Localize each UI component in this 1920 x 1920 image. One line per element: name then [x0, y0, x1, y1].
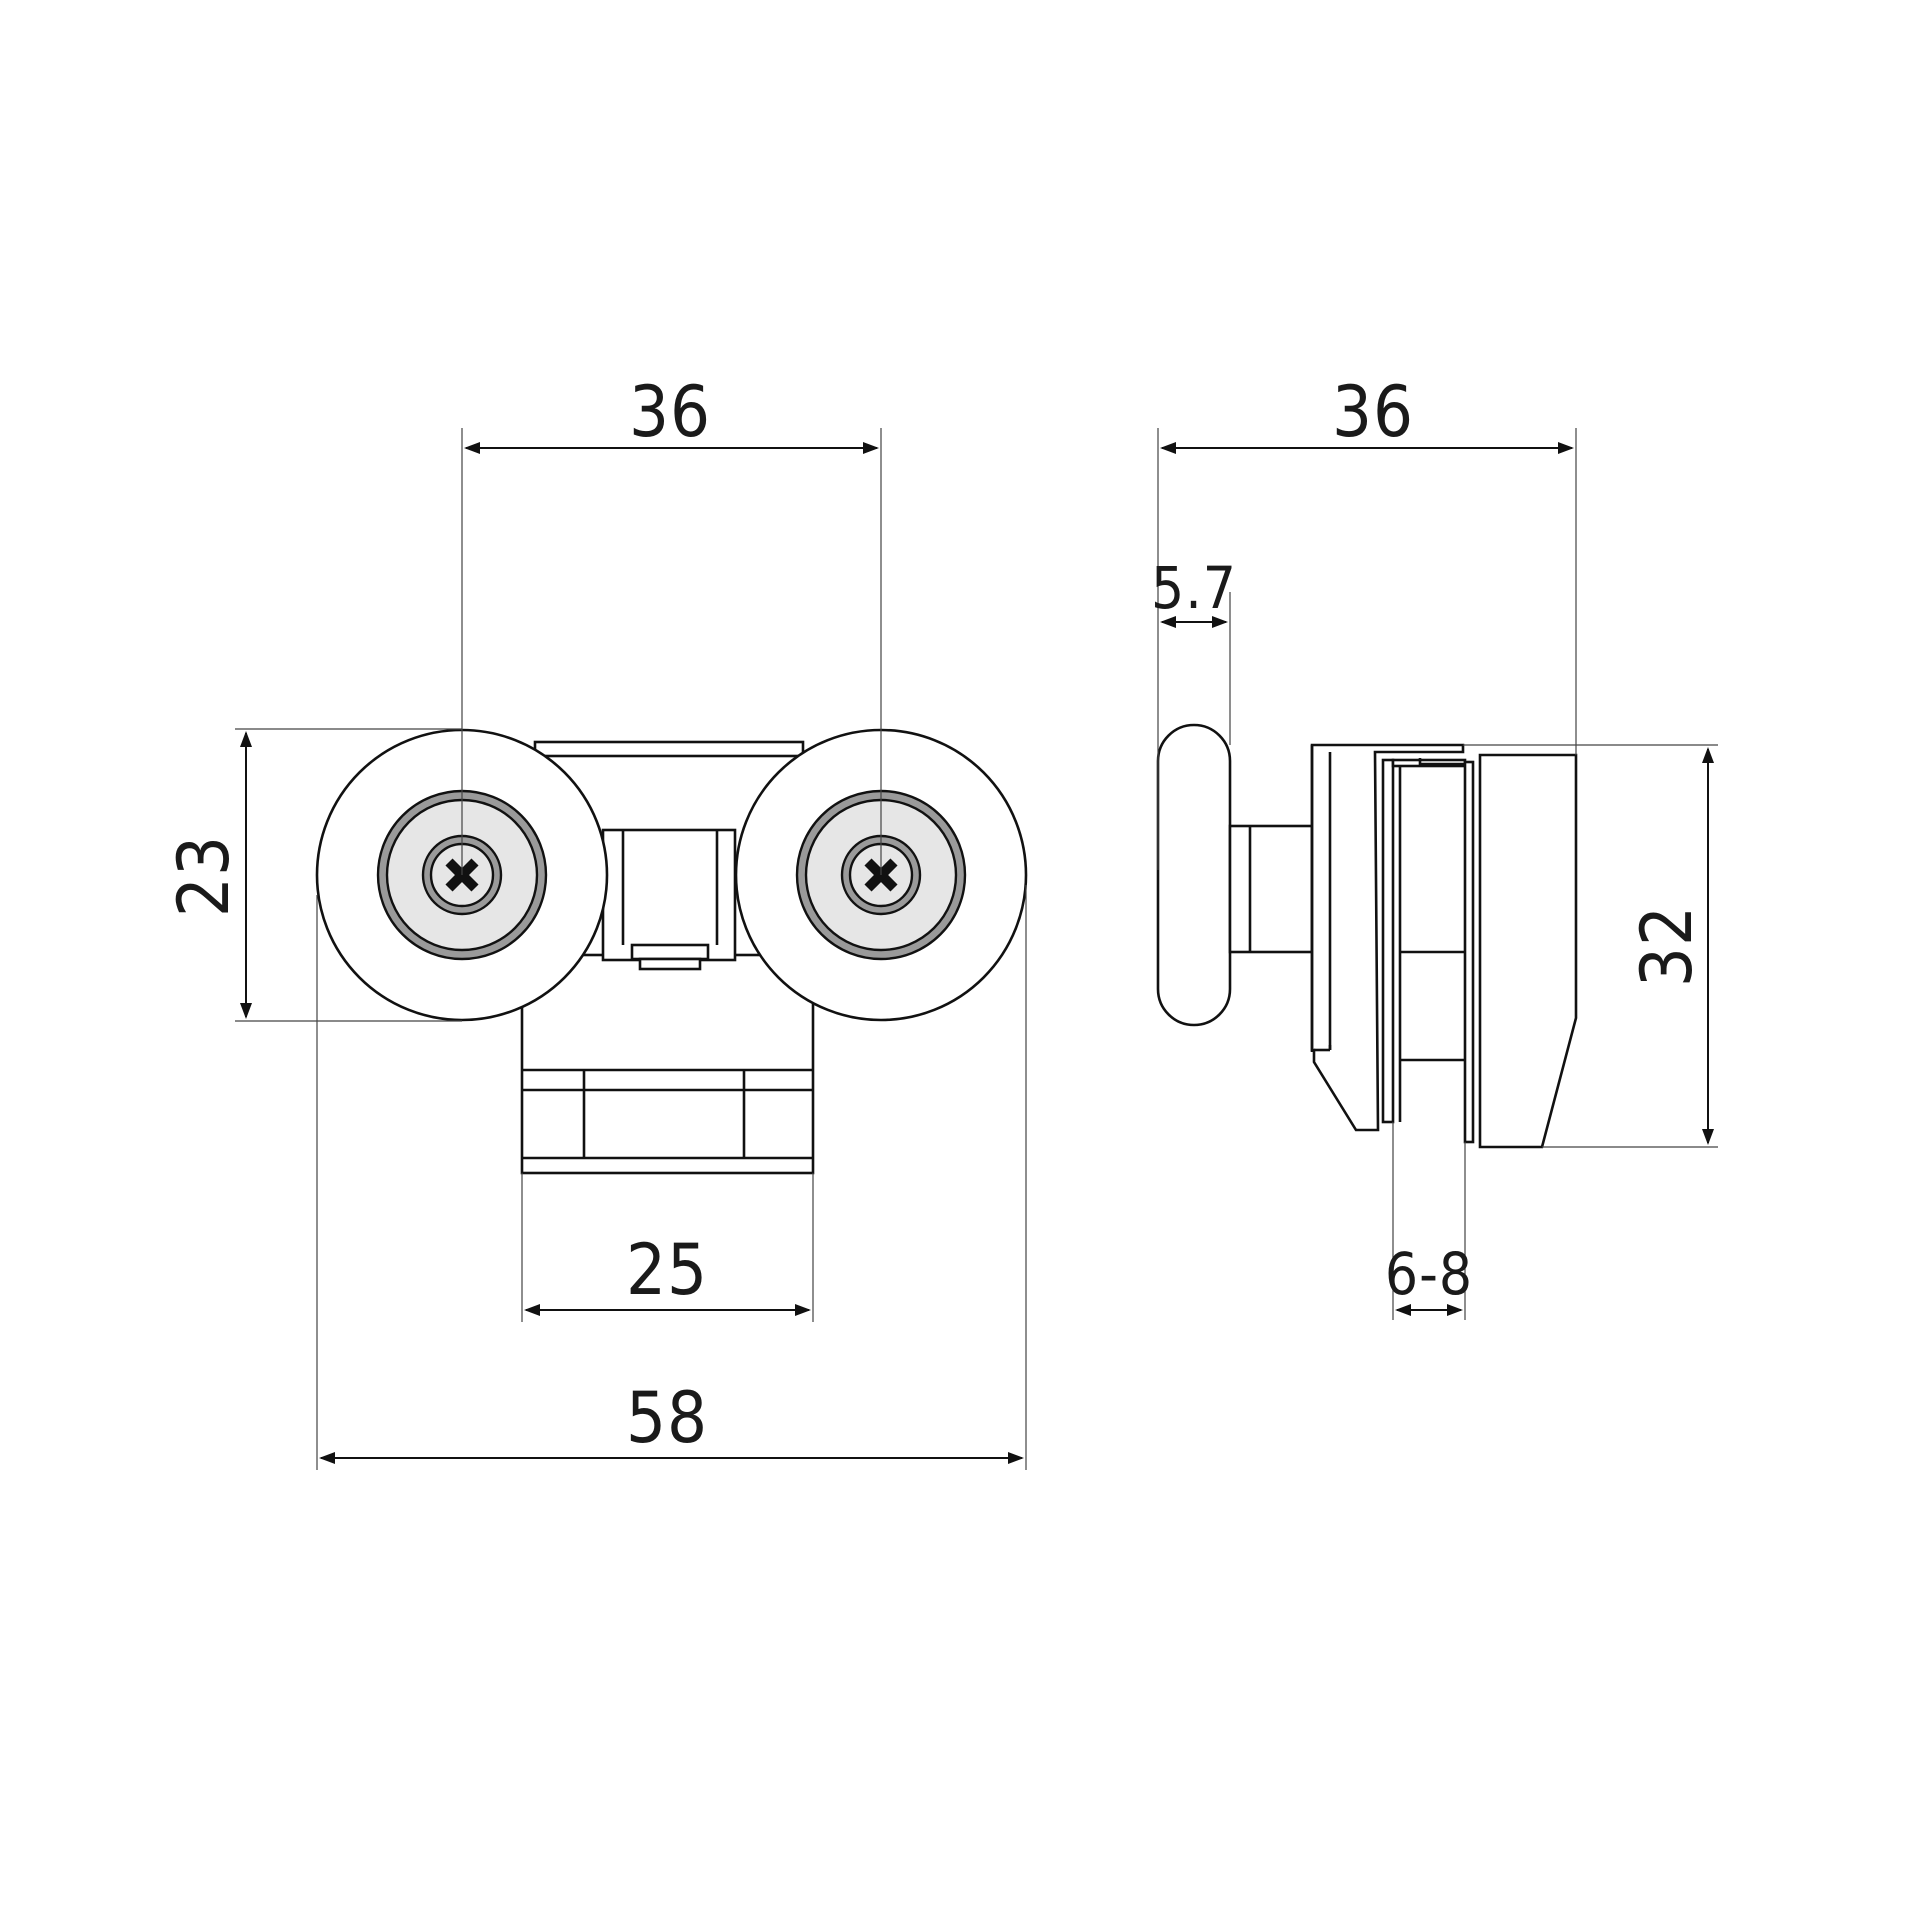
dim-label-23: 23	[163, 835, 245, 917]
dimension-side-overall-depth: 36	[1160, 371, 1574, 454]
dim-label-25: 25	[626, 1229, 708, 1311]
front-lower-body	[520, 953, 815, 1175]
side-extension-lines	[1157, 428, 1718, 1320]
side-view: 36 5.7 32 6-8	[1151, 371, 1718, 1320]
dimension-side-overall-height: 32	[1626, 747, 1714, 1145]
front-top-bar	[533, 740, 805, 758]
dim-label-58: 58	[626, 1377, 708, 1459]
dimension-side-wheel-thickness: 5.7	[1151, 554, 1237, 628]
front-center-block	[601, 828, 737, 971]
side-axle	[1228, 824, 1314, 954]
dim-label-5-7: 5.7	[1151, 554, 1237, 622]
side-wheel	[1156, 723, 1232, 1027]
dim-label-36-side: 36	[1332, 371, 1414, 453]
front-extension-lines	[235, 428, 1027, 1470]
dimension-side-glass-thickness: 6-8	[1385, 1240, 1473, 1316]
dim-label-36-front: 36	[629, 371, 711, 453]
dimension-front-overall-width: 58	[319, 1377, 1024, 1464]
side-clamp-body	[1310, 743, 1578, 1149]
dimension-front-body-width: 25	[524, 1229, 811, 1316]
dimension-front-wheel-height: 23	[163, 731, 252, 1019]
front-view: 36 23 25 58	[163, 371, 1028, 1470]
dim-label-32: 32	[1626, 905, 1708, 987]
dim-label-6-8: 6-8	[1385, 1240, 1473, 1308]
dimension-front-wheel-spacing: 36	[464, 371, 879, 454]
